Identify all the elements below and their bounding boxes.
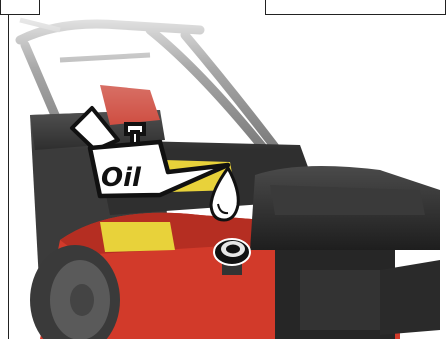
frame-corner-left (0, 0, 40, 15)
frame-corner-right (265, 0, 446, 15)
left-frame-line (8, 0, 9, 339)
engine (250, 166, 440, 339)
oil-label: Oil (101, 163, 142, 193)
